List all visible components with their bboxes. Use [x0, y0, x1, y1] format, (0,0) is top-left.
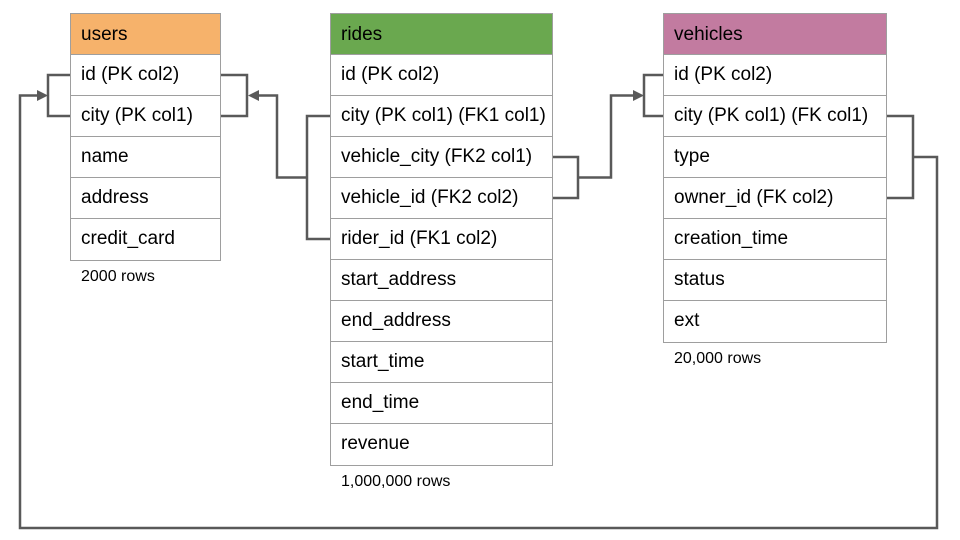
column-vehicles-2: type: [664, 137, 886, 178]
table-users-row-count: 2000 rows: [81, 268, 155, 285]
column-rides-3: vehicle_id (FK2 col2): [331, 178, 552, 219]
table-rides-header: rides: [331, 14, 552, 55]
column-vehicles-6: ext: [674, 310, 700, 331]
column-rides-9: revenue: [341, 433, 410, 454]
column-rides-8: end_time: [331, 383, 552, 424]
column-rides-0: id (PK col2): [331, 55, 552, 96]
column-rides-2: vehicle_city (FK2 col1): [331, 137, 552, 178]
table-vehicles-row-count: 20,000 rows: [674, 350, 762, 367]
column-rides-4: rider_id (FK1 col2): [331, 219, 552, 260]
column-users-1: city (PK col1): [71, 96, 220, 137]
table-vehicles-columns: id (PK col2)city (PK col1) (FK col1)type…: [664, 55, 886, 342]
column-rides-1: city (PK col1) (FK1 col1): [331, 96, 552, 137]
vehicles-left-bracket: [642, 73, 663, 118]
users-right-bracket: [221, 73, 249, 118]
column-rides-6: end_address: [331, 301, 552, 342]
fk2-route: [578, 94, 633, 179]
table-rides: rides id (PK col2)city (PK col1) (FK1 co…: [330, 13, 553, 490]
users-left-bracket: [46, 73, 70, 118]
vehicles-right-bracket: [887, 114, 915, 200]
fk-route: [18, 94, 939, 530]
table-vehicles: vehicles id (PK col2)city (PK col1) (FK …: [663, 13, 887, 367]
rides-right-bracket: [553, 155, 580, 200]
column-vehicles-1: city (PK col1) (FK col1): [664, 96, 886, 137]
fk1-arrowhead-icon: [248, 90, 259, 101]
column-users-2: name: [71, 137, 220, 178]
fk-arrowhead-icon: [37, 90, 48, 101]
table-rides-columns: id (PK col2)city (PK col1) (FK1 col1)veh…: [331, 55, 552, 465]
fk1-route: [254, 94, 307, 179]
column-rides-5: start_address: [331, 260, 552, 301]
column-users-0: id (PK col2): [71, 55, 220, 96]
rides-left-bracket: [305, 114, 330, 241]
column-vehicles-5: status: [664, 260, 886, 301]
column-users-3: address: [71, 178, 220, 219]
table-vehicles-header: vehicles: [664, 14, 886, 55]
table-users-header: users: [71, 14, 220, 55]
fk2-arrowhead-icon: [633, 90, 644, 101]
table-rides-row-count: 1,000,000 rows: [341, 473, 451, 490]
column-vehicles-4: creation_time: [664, 219, 886, 260]
column-rides-7: start_time: [331, 342, 552, 383]
column-vehicles-3: owner_id (FK col2): [664, 178, 886, 219]
column-users-4: credit_card: [81, 228, 175, 249]
column-vehicles-0: id (PK col2): [664, 55, 886, 96]
